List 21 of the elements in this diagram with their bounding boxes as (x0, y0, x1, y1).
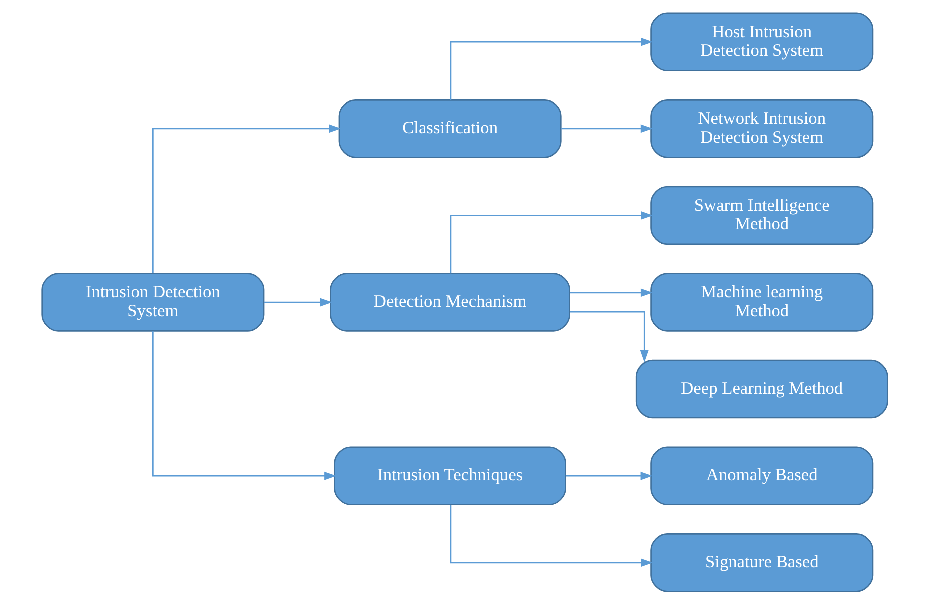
node-box: Signature Based (650, 534, 874, 592)
arrow (264, 298, 332, 307)
node-box: Machine learning Method (650, 273, 874, 332)
node-box: Network Intrusion Detection System (650, 100, 874, 158)
arrow (569, 288, 652, 298)
node-box: Detection Mechanism (330, 273, 570, 332)
arrow (561, 124, 652, 134)
node-box: Classification (338, 100, 562, 158)
node-box: Host Intrusion Detection System (650, 12, 874, 72)
arrow (152, 332, 336, 480)
node-box: Anomaly Based (650, 446, 874, 506)
arrow (450, 211, 653, 274)
arrow (450, 505, 653, 568)
arrow (565, 472, 652, 480)
arrow (570, 311, 648, 363)
node-box: Intrusion Detection System (41, 273, 264, 332)
node-box: Intrusion Techniques (334, 446, 566, 506)
arrow (450, 38, 653, 100)
arrow (152, 124, 341, 274)
node-box: Swarm Intelligence Method (650, 186, 874, 246)
node-box: Deep Learning Method (635, 360, 888, 419)
